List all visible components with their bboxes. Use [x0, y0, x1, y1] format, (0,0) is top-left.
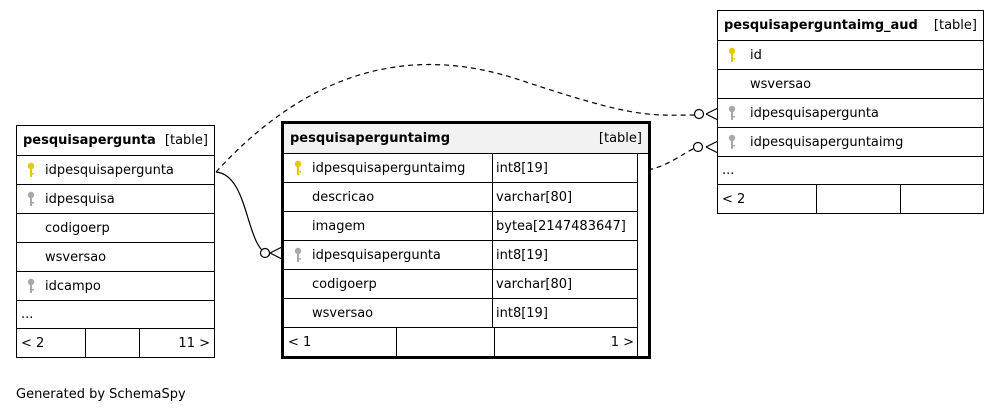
column-name: descricao [312, 189, 375, 205]
table-pesquisaperguntaimg-aud[interactable]: pesquisaperguntaimg_aud [table] id wsver… [717, 10, 984, 214]
row-count [85, 329, 139, 357]
table-row[interactable]: idpesquisa [17, 185, 214, 214]
column-name: id [750, 47, 762, 63]
edge-pesquisaperguntaimg-to-aud [647, 147, 696, 171]
more-columns-indicator: ... [17, 301, 214, 329]
column-type: int8[19] [492, 154, 638, 182]
table-footer: < 1 1 > [284, 328, 638, 356]
column-name: idpesquisapergunta [750, 105, 879, 121]
row-count [396, 328, 494, 356]
table-header[interactable]: pesquisapergunta [table] [17, 126, 214, 156]
table-row[interactable]: idcampo [17, 272, 214, 301]
row-count [816, 185, 900, 213]
column-name: idpesquisaperguntaimg [750, 134, 904, 150]
table-row[interactable]: wsversao [718, 70, 983, 99]
primary-key-icon [17, 162, 45, 178]
child-count[interactable]: 11 > [139, 329, 214, 357]
table-row[interactable]: idpesquisapergunta [17, 156, 214, 185]
foreign-key-icon [718, 105, 746, 121]
foreign-key-icon [718, 134, 746, 150]
table-kind: [table] [598, 131, 642, 146]
scrollbar[interactable] [637, 154, 648, 356]
column-type: varchar[80] [492, 270, 638, 298]
column-name: idcampo [45, 278, 101, 294]
table-row[interactable]: codigoerp varchar[80] [284, 270, 638, 299]
table-pesquisaperguntaimg[interactable]: pesquisaperguntaimg [table] idpesquisape… [281, 121, 651, 359]
column-name: idpesquisa [45, 191, 115, 207]
column-name: codigoerp [45, 220, 110, 236]
table-name: pesquisaperguntaimg_aud [724, 18, 918, 33]
column-type: int8[19] [492, 299, 638, 327]
column-name: imagem [312, 218, 366, 234]
table-row[interactable]: wsversao int8[19] [284, 299, 638, 328]
more-columns-indicator: ... [718, 157, 983, 185]
foreign-key-icon [17, 278, 45, 294]
table-pesquisapergunta[interactable]: pesquisapergunta [table] idpesquisapergu… [16, 125, 215, 358]
foreign-key-icon [284, 247, 312, 263]
table-name: pesquisaperguntaimg [290, 131, 451, 146]
primary-key-icon [284, 160, 312, 176]
table-row[interactable]: id [718, 41, 983, 70]
edge-pesquisapergunta-to-aud [215, 63, 701, 173]
edge-pesquisapergunta-to-pesquisaperguntaimg [215, 171, 271, 256]
table-footer: < 2 11 > [17, 329, 214, 357]
table-row[interactable]: idpesquisapergunta int8[19] [284, 241, 638, 270]
table-row[interactable]: idpesquisaperguntaimg int8[19] [284, 154, 638, 183]
table-row[interactable]: descricao varchar[80] [284, 183, 638, 212]
table-row[interactable]: imagem bytea[2147483647] [284, 212, 638, 241]
table-row[interactable]: idpesquisapergunta [718, 99, 983, 128]
table-kind: [table] [164, 133, 208, 148]
primary-key-icon [718, 47, 746, 63]
table-row[interactable]: codigoerp [17, 214, 214, 243]
parent-count[interactable]: < 2 [21, 335, 45, 351]
table-header[interactable]: pesquisaperguntaimg_aud [table] [718, 11, 983, 41]
column-name: idpesquisaperguntaimg [312, 160, 466, 176]
column-type: varchar[80] [492, 183, 638, 211]
column-name: wsversao [312, 305, 374, 321]
table-row[interactable]: wsversao [17, 243, 214, 272]
column-type: int8[19] [492, 241, 638, 269]
table-row[interactable]: idpesquisaperguntaimg [718, 128, 983, 157]
table-footer: < 2 [718, 185, 983, 213]
foreign-key-icon [17, 191, 45, 207]
parent-count[interactable]: < 1 [288, 334, 312, 350]
column-name: wsversao [45, 249, 107, 265]
column-name: wsversao [750, 76, 812, 92]
child-count[interactable] [900, 185, 983, 213]
table-kind: [table] [933, 18, 977, 33]
table-name: pesquisapergunta [23, 133, 156, 148]
table-header[interactable]: pesquisaperguntaimg [table] [284, 124, 648, 154]
column-name: idpesquisapergunta [45, 162, 174, 178]
parent-count[interactable]: < 2 [722, 191, 746, 207]
column-name: codigoerp [312, 276, 377, 292]
column-type: bytea[2147483647] [492, 212, 638, 240]
child-count[interactable]: 1 > [494, 328, 638, 356]
column-name: idpesquisapergunta [312, 247, 441, 263]
generated-by-caption: Generated by SchemaSpy [16, 387, 186, 402]
